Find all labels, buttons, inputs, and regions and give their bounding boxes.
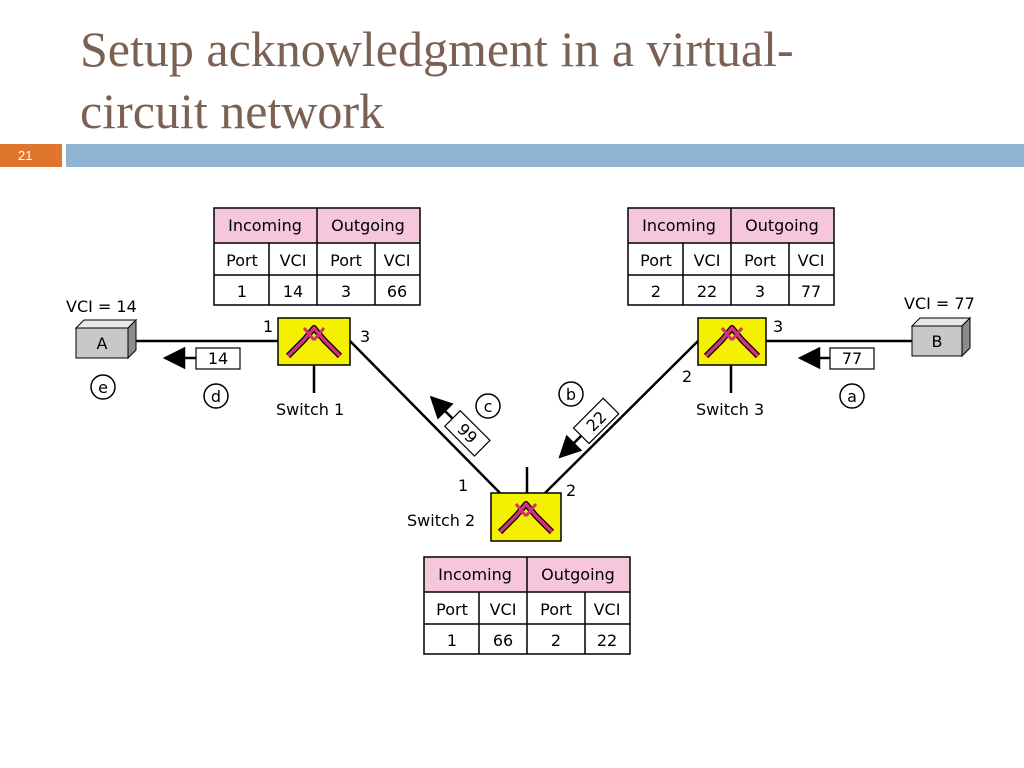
switch-2 xyxy=(490,492,562,542)
switch-1-table: Incoming Outgoing Port VCI Port VCI 1 14… xyxy=(213,207,421,306)
t1-out-vci: 66 xyxy=(387,282,407,301)
t2-out-vci: 22 xyxy=(597,631,617,650)
switch-1-port-3: 3 xyxy=(360,327,370,346)
host-b-label: B xyxy=(932,332,943,351)
switch-2-table: Incoming Outgoing Port VCI Port VCI 1 66… xyxy=(423,556,631,655)
t3-incoming-header: Incoming xyxy=(642,216,716,235)
switch-3-port-3: 3 xyxy=(773,317,783,336)
t1-incoming-header: Incoming xyxy=(228,216,302,235)
slide-title-line-2: circuit network xyxy=(80,83,385,139)
switch-3-table: Incoming Outgoing Port VCI Port VCI 2 22… xyxy=(627,207,835,306)
t3-in-port-header: Port xyxy=(640,251,672,270)
frame-a-vci: 77 xyxy=(842,349,862,368)
step-b-marker: b xyxy=(558,381,584,407)
frame-b: 22 xyxy=(558,397,620,459)
switch-1 xyxy=(277,317,351,366)
t2-in-port-header: Port xyxy=(436,600,468,619)
switch-2-label: Switch 2 xyxy=(407,511,475,530)
slide-title: Setup acknowledgment in a virtual- circu… xyxy=(80,18,1000,142)
step-d-letter: d xyxy=(211,387,221,406)
frame-d: 14 xyxy=(162,346,241,370)
switch-2-port-2: 2 xyxy=(566,481,576,500)
t2-in-vci-header: VCI xyxy=(490,600,517,619)
t3-in-vci-header: VCI xyxy=(694,251,721,270)
t3-out-vci: 77 xyxy=(801,282,821,301)
switch-1-port-1: 1 xyxy=(263,317,273,336)
switch-3-label: Switch 3 xyxy=(696,400,764,419)
links xyxy=(130,339,912,494)
step-c-letter: c xyxy=(484,397,493,416)
host-a: A xyxy=(74,318,138,360)
t1-out-vci-header: VCI xyxy=(384,251,411,270)
switch-3-port-2: 2 xyxy=(682,367,692,386)
t1-in-port-header: Port xyxy=(226,251,258,270)
t2-in-vci: 66 xyxy=(493,631,513,650)
t1-in-vci: 14 xyxy=(283,282,303,301)
link-s2-s3 xyxy=(544,340,699,494)
slide-number: 21 xyxy=(18,148,33,163)
switch-1-label: Switch 1 xyxy=(276,400,344,419)
step-a-letter: a xyxy=(847,387,857,406)
header-bar xyxy=(66,144,1024,167)
t2-out-port: 2 xyxy=(551,631,561,650)
t1-in-vci-header: VCI xyxy=(280,251,307,270)
step-b-letter: b xyxy=(566,385,576,404)
slide-title-line-1: Setup acknowledgment in a virtual- xyxy=(80,21,794,77)
step-a-marker: a xyxy=(839,383,865,409)
t1-out-port-header: Port xyxy=(330,251,362,270)
frame-d-vci: 14 xyxy=(208,349,228,368)
step-e-letter: e xyxy=(98,378,108,397)
t3-outgoing-header: Outgoing xyxy=(745,216,819,235)
t3-out-port: 3 xyxy=(755,282,765,301)
step-e-marker: e xyxy=(90,374,116,400)
t2-out-port-header: Port xyxy=(540,600,572,619)
t3-out-port-header: Port xyxy=(744,251,776,270)
t3-in-port: 2 xyxy=(651,282,661,301)
t2-out-vci-header: VCI xyxy=(594,600,621,619)
t2-in-port: 1 xyxy=(447,631,457,650)
t3-in-vci: 22 xyxy=(697,282,717,301)
t1-out-port: 3 xyxy=(341,282,351,301)
host-a-vci: VCI = 14 xyxy=(66,297,137,316)
t1-in-port: 1 xyxy=(237,282,247,301)
step-c-marker: c xyxy=(475,393,501,419)
switch-2-port-1: 1 xyxy=(458,476,468,495)
link-s1-s2 xyxy=(349,340,501,494)
t2-incoming-header: Incoming xyxy=(438,565,512,584)
switch-3 xyxy=(697,317,767,366)
host-a-label: A xyxy=(97,334,108,353)
host-b-vci: VCI = 77 xyxy=(904,294,975,313)
slide-number-box xyxy=(0,144,62,167)
t2-outgoing-header: Outgoing xyxy=(541,565,615,584)
step-d-marker: d xyxy=(203,383,229,409)
host-b: B xyxy=(910,316,972,358)
t3-out-vci-header: VCI xyxy=(798,251,825,270)
frame-a: 77 xyxy=(797,346,875,370)
t1-outgoing-header: Outgoing xyxy=(331,216,405,235)
